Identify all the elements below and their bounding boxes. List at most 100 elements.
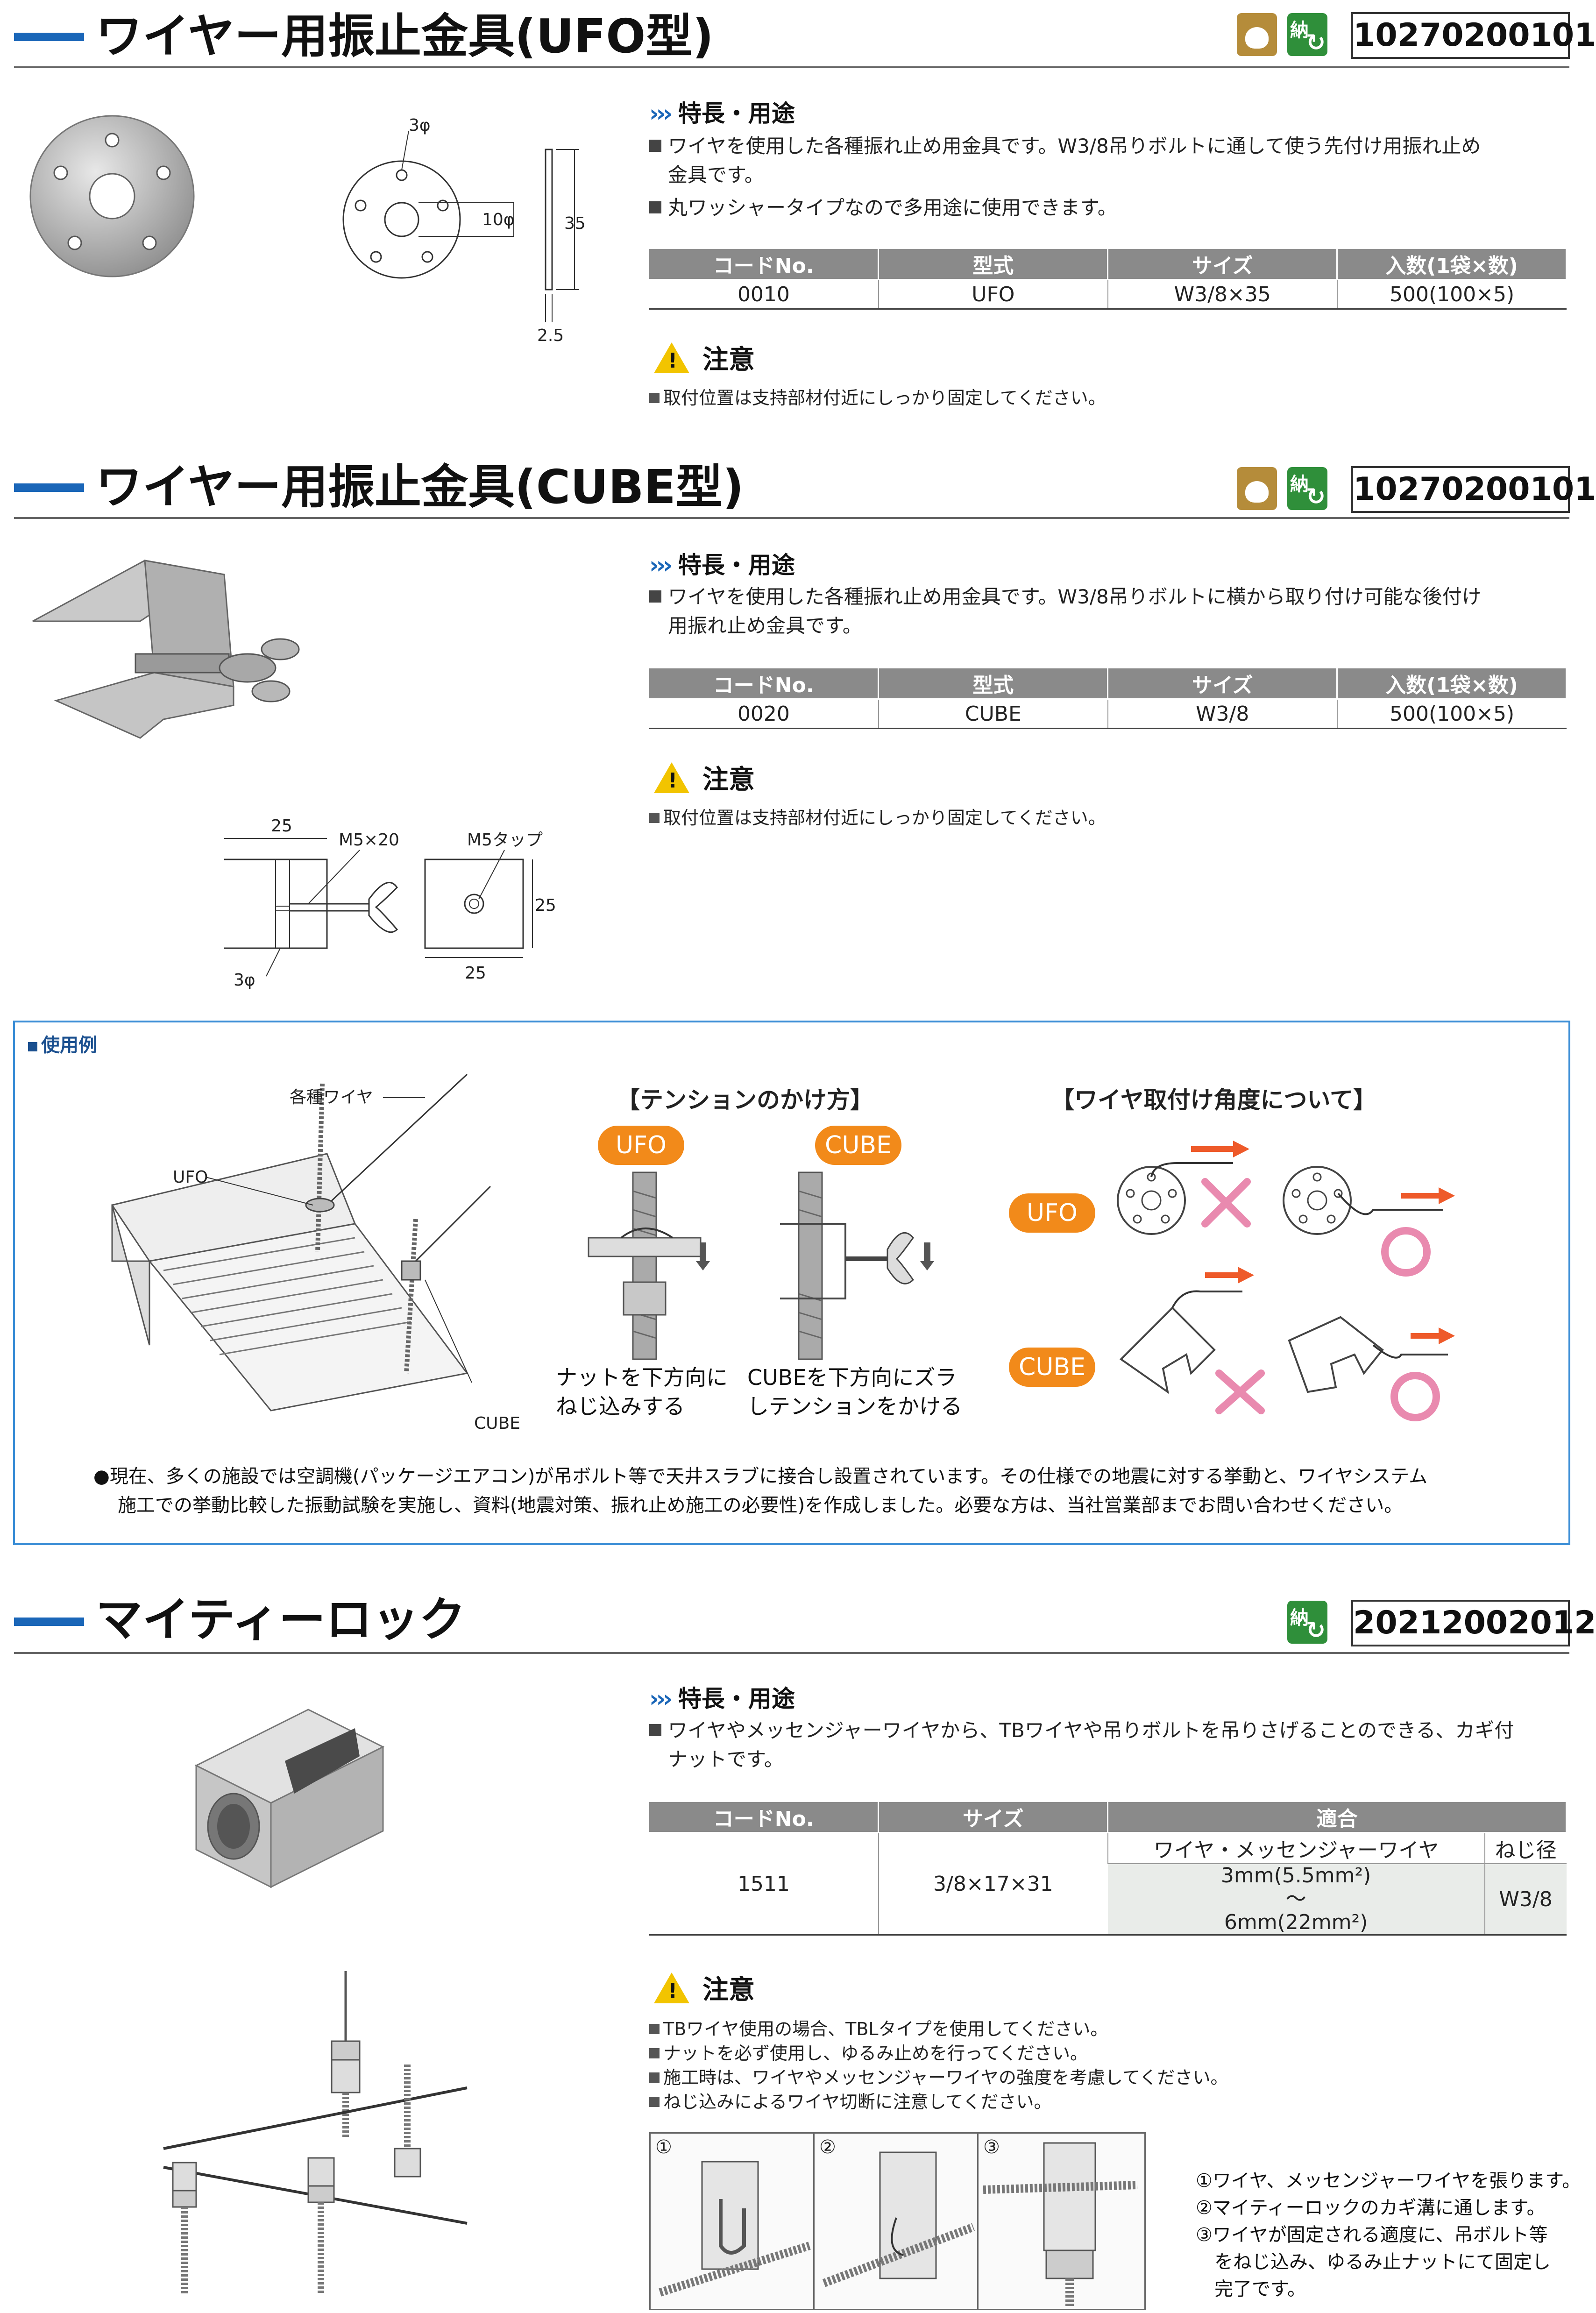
usage-example-label: 使用例 xyxy=(28,1030,97,1057)
col-qty: 入数(1袋×数) xyxy=(1336,248,1567,280)
cell-size: W3/8×35 xyxy=(1107,279,1337,310)
section-rule xyxy=(14,517,1569,519)
cube-hole-dim: 3φ xyxy=(234,971,255,990)
cell-wire-range: 3mm(5.5mm²)〜6mm(22mm²) xyxy=(1107,1864,1485,1936)
mighty-lock-installation xyxy=(163,1971,468,2293)
cube-tap-dim: M5タップ xyxy=(467,830,543,850)
section-marker xyxy=(14,483,84,492)
warning-icon: ! xyxy=(654,1972,689,2003)
tension-cube-pill: CUBE xyxy=(815,1126,901,1165)
feature-bullet: ワイヤを使用した各種振れ止め用金具です。W3/8吊りボルトに横から取り付け可能な… xyxy=(649,582,1482,611)
col-type: 型式 xyxy=(878,667,1109,700)
col-code: コードNo. xyxy=(649,1801,880,1833)
installation-illustration xyxy=(111,1073,491,1412)
ufo-callout: UFO xyxy=(173,1168,208,1187)
cell-thread: W3/8 xyxy=(1484,1864,1567,1936)
section-rule xyxy=(14,66,1569,68)
cube-tension-text: CUBEを下方向にズラしテンションをかける xyxy=(747,1365,962,1419)
ufo-dia-dim: 35 xyxy=(564,214,586,233)
mighty-lock-photo xyxy=(194,1709,385,1888)
section-title: ワイヤー用振止金具(UFO型) xyxy=(96,9,714,64)
caution-note: ねじ込みによるワイヤ切断に注意してください。 xyxy=(649,2090,1051,2114)
bag-icon xyxy=(1237,467,1277,510)
cube-w-dim: 25 xyxy=(271,816,292,836)
cube-w2-dim: 25 xyxy=(465,964,486,983)
caution-note: 取付位置は支持部材付近にしっかり固定してください。 xyxy=(649,806,1106,830)
caution-note: 取付位置は支持部材付近にしっかり固定してください。 xyxy=(649,386,1106,410)
features-heading: ›››特長・用途 xyxy=(649,552,795,579)
step-2-frame: ② xyxy=(813,2132,982,2310)
usage-note: ●現在、多くの施設では空調機(パッケージエアコン)が吊ボルト等で天井スラブに接合… xyxy=(93,1466,1428,1487)
spec-table: コードNo. 型式 サイズ 入数(1袋×数) 0010 UFO W3/8×35 … xyxy=(649,248,1567,310)
col-size: サイズ xyxy=(1107,667,1338,700)
cube-screw-dim: M5×20 xyxy=(339,830,399,850)
angle-cube-pill: CUBE xyxy=(1009,1348,1095,1387)
spec-table: コードNo. 型式 サイズ 入数(1袋×数) 0020 CUBE W3/8 50… xyxy=(649,667,1567,729)
caution-note: ナットを必ず使用し、ゆるみ止めを行ってください。 xyxy=(649,2041,1088,2065)
tension-cube-diagram xyxy=(780,1171,934,1360)
step-1-drawing xyxy=(659,2161,811,2297)
cell-type: UFO xyxy=(878,279,1108,310)
angle-diagram xyxy=(1117,1141,1455,1421)
cell-size: W3/8 xyxy=(1107,699,1337,729)
feature-bullet-cont: 用振れ止め金具です。 xyxy=(668,614,862,637)
ufo-thick-dim: 2.5 xyxy=(537,326,564,345)
feature-bullet-cont: 金具です。 xyxy=(668,163,764,186)
ufo-dimension-drawing: 3φ 10φ 35 2.5 xyxy=(342,116,586,345)
wire-callout: 各種ワイヤ xyxy=(290,1088,373,1107)
step-1-frame: ① xyxy=(649,2132,818,2310)
usage-example-box xyxy=(13,1021,1570,1545)
step-3-frame: ③ xyxy=(977,2132,1146,2310)
warning-icon: ! xyxy=(654,762,689,793)
section-title: ワイヤー用振止金具(CUBE型) xyxy=(96,460,744,514)
tension-heading: 【テンションのかけ方】 xyxy=(617,1086,873,1114)
product-code: 20212002012 xyxy=(1351,1600,1596,1646)
features-heading: ›››特長・用途 xyxy=(649,100,795,127)
caution-heading: !注意 xyxy=(654,1969,755,2007)
col-code: コードNo. xyxy=(649,248,880,280)
product-code: 10270200101 xyxy=(1351,466,1596,513)
delivery-icon: 納 xyxy=(1287,1601,1327,1644)
tension-ufo-diagram xyxy=(588,1171,710,1360)
ufo-photo xyxy=(29,115,195,277)
step-number: ② xyxy=(819,2136,836,2158)
cube-photo xyxy=(32,560,300,739)
step-2-drawing xyxy=(822,2151,975,2287)
features-heading: ›››特長・用途 xyxy=(649,1685,795,1712)
feature-bullet: ワイヤやメッセンジャーワイヤから、TBワイヤや吊りボルトを吊りさげることのできる… xyxy=(649,1716,1514,1745)
section-title: マイティーロック xyxy=(96,1592,466,1647)
section-marker xyxy=(14,33,84,41)
step-3-drawing xyxy=(983,2142,1138,2306)
delivery-icon: 納 xyxy=(1287,13,1327,56)
col-size: サイズ xyxy=(878,1801,1109,1833)
tension-ufo-pill: UFO xyxy=(598,1126,684,1165)
ufo-hole-dim: 3φ xyxy=(409,116,431,135)
col-fit: 適合 xyxy=(1107,1801,1567,1833)
cell-type: CUBE xyxy=(878,699,1108,729)
warning-icon: ! xyxy=(654,342,689,373)
feature-bullet: ワイヤを使用した各種振れ止め用金具です。W3/8吊りボルトに通して使う先付け用振… xyxy=(649,132,1481,161)
caution-note: TBワイヤ使用の場合、TBLタイプを使用してください。 xyxy=(649,2017,1108,2041)
caution-heading: !注意 xyxy=(654,759,755,796)
caution-heading: !注意 xyxy=(654,339,755,376)
col-qty: 入数(1袋×数) xyxy=(1336,667,1567,700)
delivery-icon: 納 xyxy=(1287,467,1327,510)
cube-h-dim: 25 xyxy=(535,896,556,915)
col-size: サイズ xyxy=(1107,248,1338,280)
step-number: ③ xyxy=(983,2136,1000,2158)
cell-size: 3/8×17×31 xyxy=(878,1832,1108,1936)
cell-code: 0010 xyxy=(649,279,879,310)
angle-heading: 【ワイヤ取付け角度について】 xyxy=(1051,1086,1376,1114)
feature-bullet-cont: ナットです。 xyxy=(668,1748,784,1771)
steps-text: ①ワイヤ、メッセンジャーワイヤを張ります。 ②マイティーロックのカギ溝に通します… xyxy=(1196,2170,1581,2300)
ufo-center-dim: 10φ xyxy=(482,210,515,229)
cell-code: 1511 xyxy=(649,1832,879,1936)
usage-note: 施工での挙動比較した振動試験を実施し、資料(地震対策、振れ止め施工の必要性)を作… xyxy=(118,1495,1403,1516)
section-rule xyxy=(14,1652,1569,1654)
cube-dimension-drawing: 25 M5×20 M5タップ 25 25 3φ xyxy=(224,816,556,990)
section-marker xyxy=(14,1618,84,1626)
subcol-wire: ワイヤ・メッセンジャーワイヤ xyxy=(1107,1832,1485,1864)
ufo-tension-text: ナットを下方向にねじ込みする xyxy=(556,1365,728,1419)
angle-ufo-pill: UFO xyxy=(1009,1193,1095,1233)
bag-icon xyxy=(1237,13,1277,56)
